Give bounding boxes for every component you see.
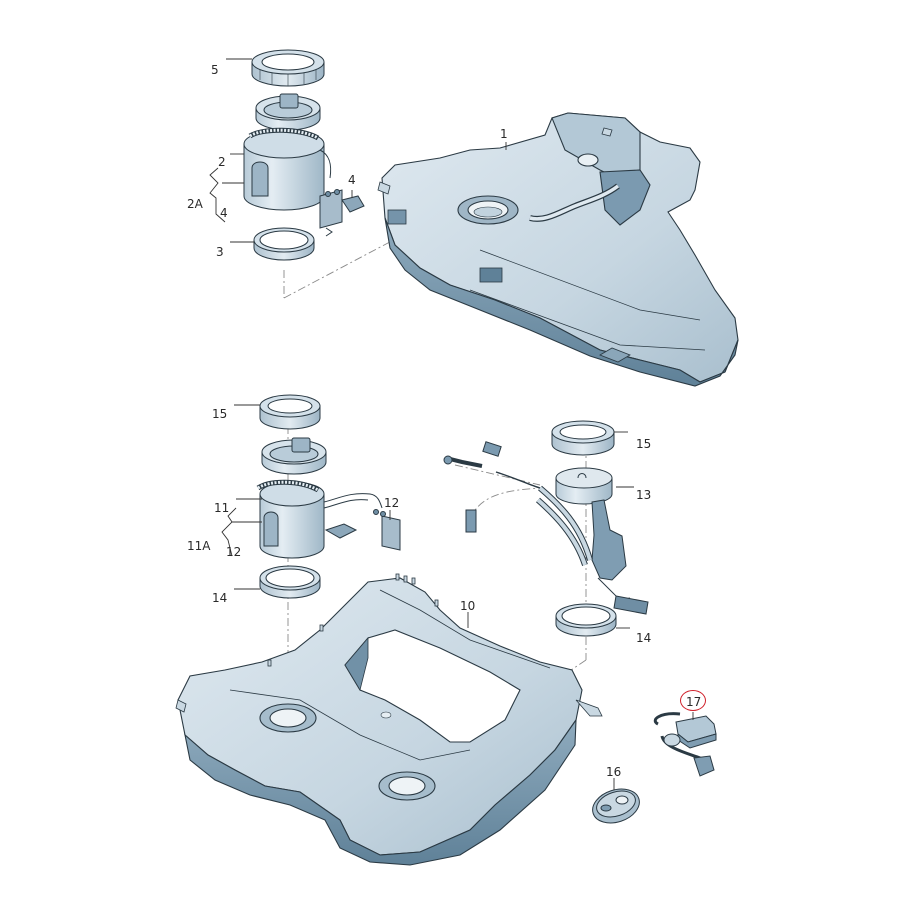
callout-12-group[interactable]: 12 — [226, 545, 242, 559]
leader-lines-lower — [221, 404, 694, 790]
seal-ring-part-14-right — [555, 603, 617, 637]
level-sender-part-4 — [319, 189, 365, 237]
callout-14-right[interactable]: 14 — [636, 631, 652, 645]
callout-1[interactable]: 1 — [500, 127, 508, 141]
highlight-ring-17 — [680, 690, 706, 711]
fuel-pump-module-part-11 — [256, 437, 383, 559]
callout-4-group[interactable]: 4 — [220, 206, 228, 220]
control-unit-part-17 — [653, 712, 717, 777]
level-sender-part-12 — [373, 509, 401, 551]
callout-13[interactable]: 13 — [636, 488, 652, 502]
callout-16[interactable]: 16 — [606, 765, 622, 779]
callout-4[interactable]: 4 — [348, 173, 356, 187]
leader-lines-upper — [209, 58, 507, 243]
callout-15-right[interactable]: 15 — [636, 437, 652, 451]
callout-12[interactable]: 12 — [384, 496, 400, 510]
locking-ring-part-15-left — [259, 394, 321, 430]
locking-ring-part-5 — [251, 49, 325, 87]
callout-3[interactable]: 3 — [216, 245, 224, 259]
callout-11[interactable]: 11 — [214, 501, 230, 515]
cover-plate-part-16 — [592, 788, 640, 824]
lower-fuel-tank-part-10 — [175, 573, 603, 866]
upper-fuel-tank-part-1 — [377, 112, 739, 387]
callout-14-left[interactable]: 14 — [212, 591, 228, 605]
callout-15-left[interactable]: 15 — [212, 407, 228, 421]
seal-ring-part-14-left — [259, 565, 321, 599]
callout-10[interactable]: 10 — [460, 599, 476, 613]
callout-2a[interactable]: 2A — [187, 197, 203, 211]
seal-ring-part-3 — [253, 227, 315, 261]
callout-2[interactable]: 2 — [218, 155, 226, 169]
fuel-pump-module-part-2 — [243, 93, 332, 211]
callout-11a[interactable]: 11A — [187, 539, 211, 553]
sender-unit-part-13 — [443, 441, 649, 615]
locking-ring-part-15-right — [551, 420, 615, 456]
callout-5[interactable]: 5 — [211, 63, 219, 77]
